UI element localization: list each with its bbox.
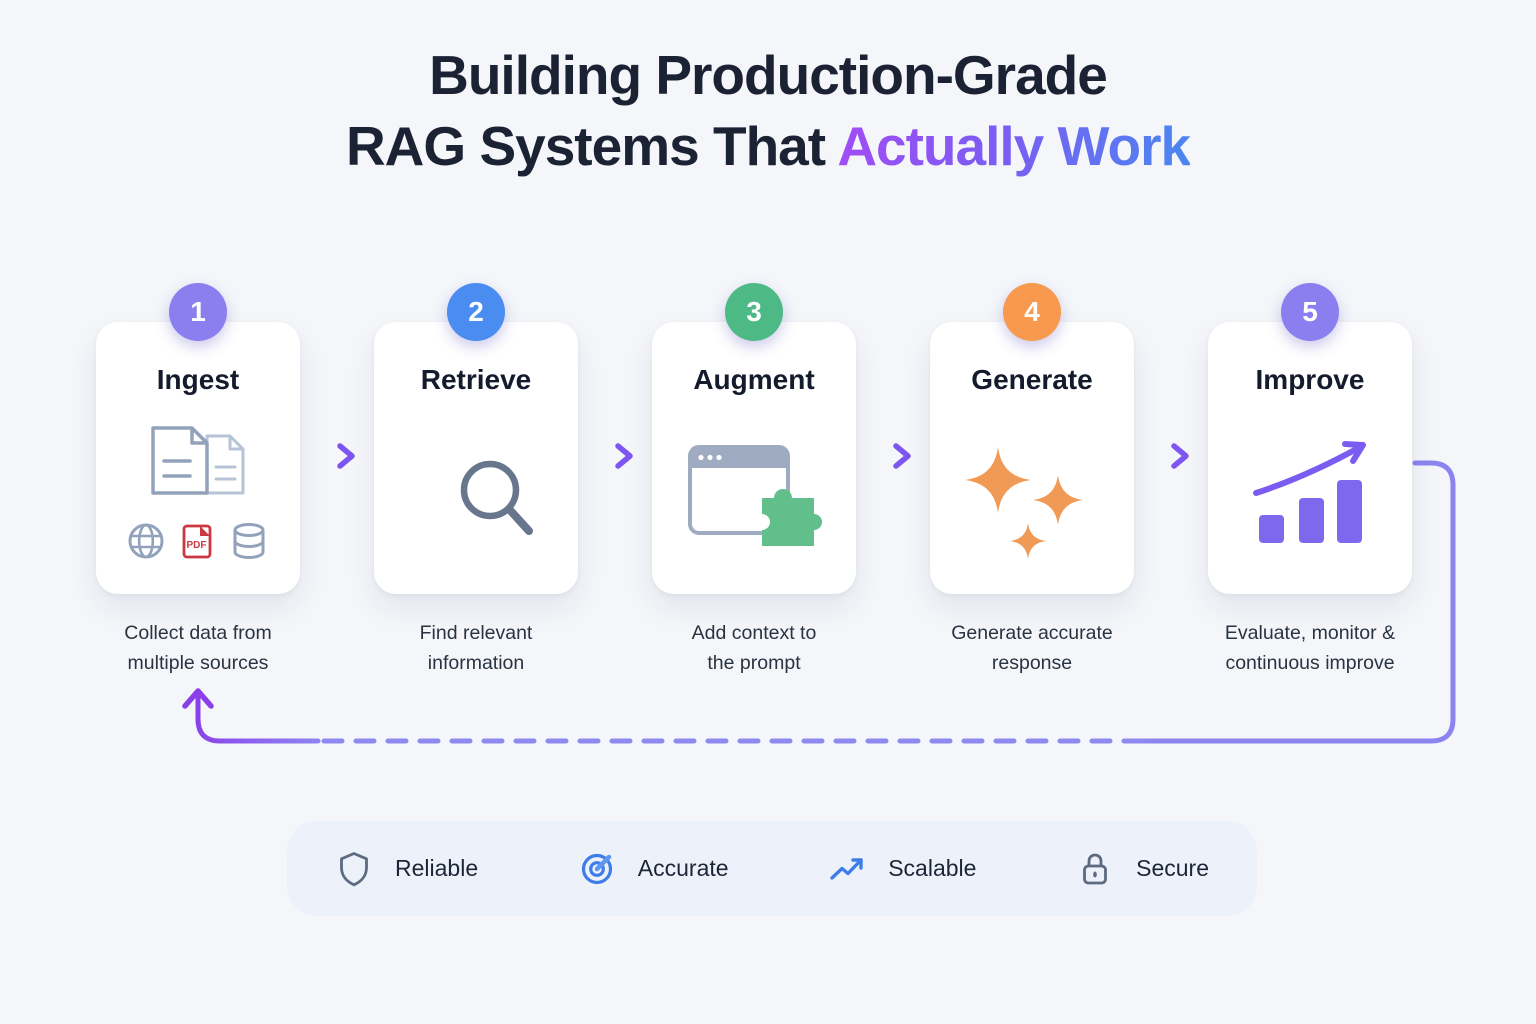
step-title: Retrieve (420, 364, 532, 395)
puzzle-piece-icon (762, 489, 822, 546)
step-title: Improve (1255, 364, 1365, 395)
documents-sources-icon: PDF (128, 426, 265, 559)
step-card: Improve (1208, 322, 1412, 594)
globe-icon (128, 523, 164, 559)
flow-arrow-icon (594, 441, 638, 471)
step-title: Ingest (156, 364, 240, 395)
pdf-file-icon: PDF (182, 524, 212, 559)
step-title: Generate (971, 364, 1093, 395)
feature-item: Secure (1076, 850, 1209, 888)
feature-label: Reliable (395, 855, 479, 881)
feature-item: Accurate (578, 850, 729, 888)
svg-text:PDF: PDF (187, 540, 207, 551)
step-title: Augment (693, 364, 815, 395)
step-number: 5 (1302, 296, 1318, 327)
step-description: Add context to the prompt (691, 622, 817, 674)
step-number: 2 (468, 296, 484, 327)
step-description: Generate accurate response (951, 622, 1113, 674)
step-number-badge: 4 (1003, 283, 1061, 341)
shield-icon (340, 851, 368, 886)
title-line2: RAG Systems That Actually Work (0, 111, 1536, 182)
step: 3 Augment Add context to the prompt (652, 283, 856, 674)
step-card: Retrieve (374, 322, 578, 594)
flow-arrow-icon (1150, 441, 1194, 471)
step-number-badge: 2 (447, 283, 505, 341)
title-highlight: Actually Work (837, 115, 1191, 177)
sparkles-icon (965, 447, 1083, 559)
step-number: 4 (1024, 296, 1040, 327)
step-card: Generate (930, 322, 1134, 594)
flow-arrow-icon (872, 441, 916, 471)
step-number: 1 (190, 296, 206, 327)
feature-label: Accurate (637, 855, 729, 881)
title-line2-prefix: RAG Systems That (345, 115, 838, 177)
step: 2 Retrieve Find relevant (374, 283, 578, 674)
step-number: 3 (746, 296, 762, 327)
feature-item: Reliable (335, 850, 478, 888)
step-number-badge: 5 (1281, 283, 1339, 341)
browser-puzzle-icon (688, 445, 822, 546)
title-line1: Building Production-Grade (429, 44, 1108, 106)
search-results-icon (418, 452, 533, 535)
flow-arrow-icon (316, 441, 360, 471)
feature-item: Scalable (828, 850, 976, 888)
step-description: Evaluate, monitor & continuous improve (1224, 622, 1396, 674)
step-card: Augment (652, 322, 856, 594)
page-title: Building Production-Grade RAG Systems Th… (0, 40, 1536, 182)
step-description: Find relevant information (419, 622, 533, 674)
step: 5 Improve Evaluate, monitor & continuous… (1208, 283, 1412, 674)
step: 4 Generate Generate accurate response (930, 283, 1134, 674)
feedback-loop-arrow (182, 460, 1456, 744)
lock-icon (1083, 853, 1108, 884)
trending-up-icon (830, 857, 863, 880)
step-card: Ingest (96, 322, 300, 594)
feature-label: Scalable (888, 855, 977, 881)
database-icon (233, 523, 265, 559)
step-number-badge: 3 (725, 283, 783, 341)
growth-chart-icon (1253, 441, 1366, 543)
step-number-badge: 1 (169, 283, 227, 341)
target-icon (581, 853, 612, 884)
features-bar: Reliable Accurate Scalable Secure (287, 821, 1257, 916)
step: 1 Ingest (96, 283, 300, 674)
feature-label: Secure (1136, 855, 1209, 881)
step-description: Collect data from multiple sources (124, 622, 272, 674)
